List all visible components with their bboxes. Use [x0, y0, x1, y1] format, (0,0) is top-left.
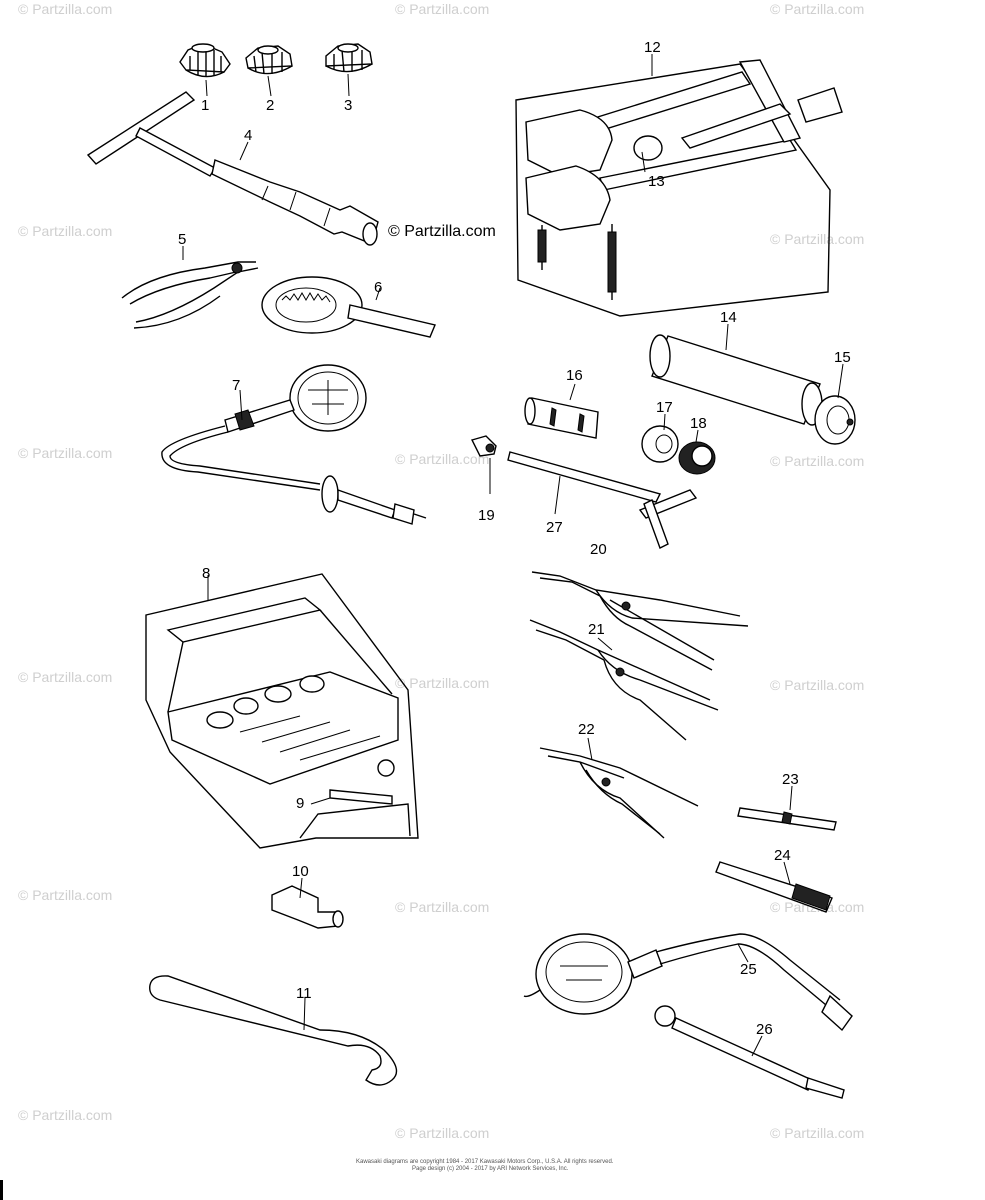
callout-17: 17	[656, 399, 673, 416]
watermark-tile: © Partzilla.com	[770, 231, 864, 247]
callout-22: 22	[578, 721, 595, 738]
callout-19: 19	[478, 507, 495, 524]
footer-copyright: Kawasaki diagrams are copyright 1984 - 2…	[356, 1159, 614, 1165]
watermark-tile: © Partzilla.com	[395, 451, 489, 467]
callout-24: 24	[774, 847, 791, 864]
tool-21-circlip-pliers	[529, 619, 719, 741]
callout-12: 12	[644, 39, 661, 56]
tool-12-bearing-puller	[515, 59, 843, 317]
callout-3: 3	[344, 97, 352, 114]
tool-25-pressure-gauge	[523, 933, 853, 1032]
callout-6: 6	[374, 279, 382, 296]
callout-11: 11	[296, 985, 312, 1002]
tool-18-cap	[678, 441, 716, 475]
watermark-tile: © Partzilla.com	[395, 1125, 489, 1141]
tool-4-t-handle	[86, 91, 379, 246]
watermark-tile: © Partzilla.com	[18, 223, 112, 239]
watermark-tile: © Partzilla.com	[770, 1125, 864, 1141]
callout-27: 27	[546, 519, 563, 536]
callout-26: 26	[756, 1021, 773, 1038]
callout-4: 4	[244, 127, 252, 144]
tool-24-driver	[715, 861, 833, 913]
tool-19-nut	[470, 435, 497, 457]
watermark-tile: © Partzilla.com	[18, 445, 112, 461]
tool-22-pliers	[539, 747, 699, 839]
gear-2	[245, 45, 293, 75]
tool-10-socket	[271, 885, 344, 929]
watermark-tile: © Partzilla.com	[18, 1107, 112, 1123]
callout-8: 8	[202, 565, 210, 582]
callout-1: 1	[201, 97, 209, 114]
watermark-tile: © Partzilla.com	[770, 677, 864, 693]
tool-14-driver	[649, 334, 856, 445]
edge-mark	[0, 1180, 3, 1200]
footer-page-design: Page design (c) 2004 - 2017 by ARI Netwo…	[412, 1166, 569, 1172]
watermark-tile: © Partzilla.com	[770, 453, 864, 469]
callout-23: 23	[782, 771, 799, 788]
callout-13: 13	[648, 173, 665, 190]
watermark-tile: © Partzilla.com	[18, 1, 112, 17]
callout-15: 15	[834, 349, 851, 366]
callout-14: 14	[720, 309, 737, 326]
callout-25: 25	[740, 961, 757, 978]
tool-23-driver	[737, 807, 837, 831]
callout-21: 21	[588, 621, 605, 638]
tool-17-collar	[641, 425, 679, 463]
tool-5-cutters	[121, 261, 259, 329]
callout-7: 7	[232, 377, 240, 394]
tool-7-compression-gauge	[161, 364, 427, 525]
tool-16-attachment	[524, 397, 599, 439]
callout-16: 16	[566, 367, 583, 384]
watermark-tile: © Partzilla.com	[395, 899, 489, 915]
tool-26-probe	[654, 1005, 845, 1099]
callout-5: 5	[178, 231, 186, 248]
watermark-tile: © Partzilla.com	[395, 1, 489, 17]
callout-9: 9	[296, 795, 304, 812]
watermark-main: © Partzilla.com	[388, 223, 496, 240]
watermark-tile: © Partzilla.com	[395, 675, 489, 691]
gear-1	[179, 43, 231, 78]
tool-6-holder	[261, 276, 436, 338]
tool-11-hook-wrench	[149, 975, 398, 1086]
callout-labels: 1 2 3 4 5 6 7 8 9 10 11 12 13 14 15 16 1…	[178, 39, 851, 1038]
callout-10: 10	[292, 863, 309, 880]
watermark-tile: © Partzilla.com	[18, 887, 112, 903]
callout-20: 20	[590, 541, 607, 558]
callout-2: 2	[266, 97, 274, 114]
tool-27-t-bar	[507, 451, 698, 549]
callout-18: 18	[690, 415, 707, 432]
watermark-tiles: © Partzilla.com © Partzilla.com © Partzi…	[18, 1, 864, 1141]
tool-20-circlip-pliers	[531, 571, 749, 671]
tool-8-case	[145, 573, 419, 849]
watermark-tile: © Partzilla.com	[18, 669, 112, 685]
gear-3	[325, 43, 373, 73]
leader-lines	[182, 54, 844, 1057]
watermark-tile: © Partzilla.com	[770, 1, 864, 17]
